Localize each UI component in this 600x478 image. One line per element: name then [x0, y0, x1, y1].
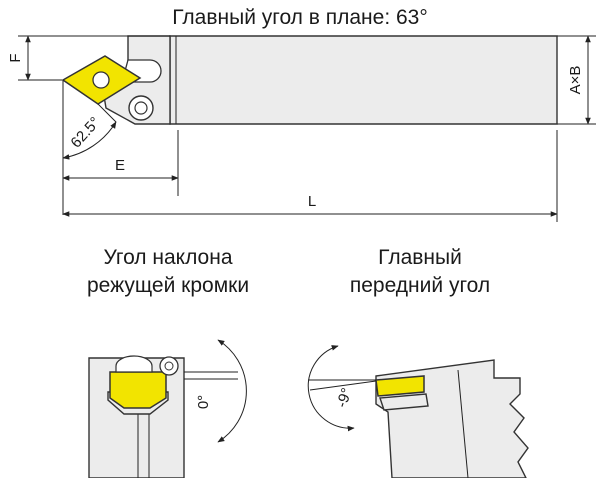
cutting-insert-side-right [375, 375, 425, 397]
holder-top-view [61, 35, 558, 125]
inclination-side-view: 0° [88, 339, 247, 478]
clamp-screw-icon [128, 95, 154, 121]
holder-shank [169, 35, 558, 125]
diagram-title: Главный угол в плане: 63° [172, 6, 428, 29]
dimension-AxB: A×B [557, 35, 596, 125]
caption-inclination-line1: Угол наклона [103, 246, 232, 269]
dimension-L: L [62, 130, 558, 222]
caption-inclination-line2: режущей кромки [87, 274, 249, 297]
label-inclination-angle: 0° [195, 395, 212, 409]
label-E: E [115, 157, 125, 174]
label-rake-angle: -9° [333, 386, 356, 410]
label-L: L [308, 193, 316, 210]
label-F: F [7, 53, 24, 62]
caption-rake-line1: Главный [378, 246, 462, 269]
cutting-insert-side-left [109, 371, 167, 409]
dimension-F: F [7, 35, 170, 81]
dimension-E: E [62, 130, 179, 196]
label-angle-plan: 62.5° [68, 114, 104, 152]
rake-side-view: -9° [307, 345, 529, 478]
label-AxB: A×B [567, 66, 584, 95]
cutting-insert-top [61, 55, 142, 105]
caption-rake-line2: передний угол [350, 274, 490, 297]
